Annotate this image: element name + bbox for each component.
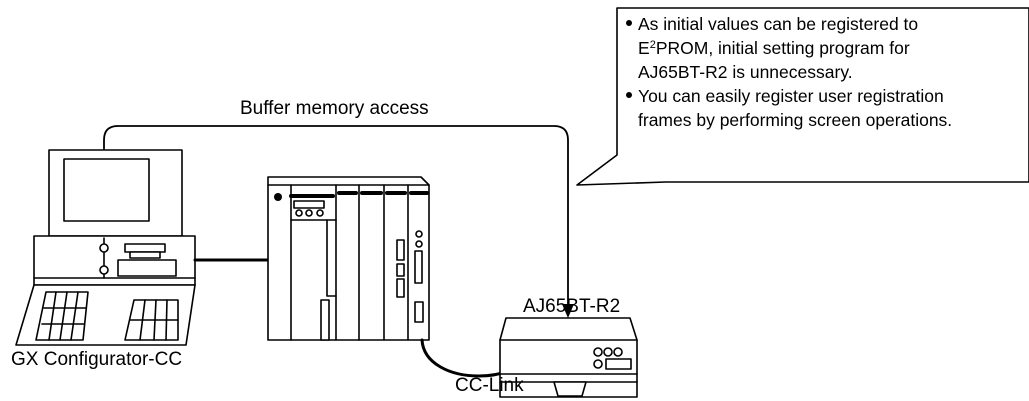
aj65bt-r2-label: AJ65BT-R2 [523, 296, 621, 317]
callout-bullet-2-line-2: frames by performing screen operations. [638, 110, 953, 130]
callout-bullet-1-line-1: As initial values can be registered to [638, 14, 919, 34]
buffer-memory-access-label: Buffer memory access [240, 98, 429, 119]
callout-bullet-1-line-2: E2PROM, initial setting program for [638, 36, 1021, 60]
monitor-screen [63, 158, 150, 222]
keyboard [15, 284, 196, 346]
callout-balloon [576, 7, 1029, 186]
buffer-access-line [103, 125, 569, 305]
gx-configurator-label: GX Configurator-CC [11, 349, 183, 370]
callout-bullet-2: You can easily register user registratio… [626, 84, 1021, 132]
callout-bullet-1: As initial values can be registered to E… [626, 12, 1021, 84]
prom-text: PROM, initial setting program for [655, 38, 910, 58]
callout-bullet-2-line-1: You can easily register user registratio… [638, 86, 944, 106]
plc-rack [267, 176, 430, 341]
superscript-2: 2 [649, 39, 656, 51]
bullet-dot [626, 20, 632, 26]
callout-bullet-1-line-3: AJ65BT-R2 is unnecessary. [638, 62, 853, 82]
disk-drive [117, 259, 177, 277]
callout-text: As initial values can be registered to E… [626, 12, 1021, 132]
buffer-access-arrowhead [562, 304, 574, 318]
cc-link-label: CC-Link [455, 375, 524, 396]
bullet-dot [626, 92, 632, 98]
e-letter: E [638, 38, 650, 58]
personal-computer [15, 149, 196, 346]
plc-indicator [274, 193, 282, 201]
aj65bt-r2-module [499, 317, 638, 398]
